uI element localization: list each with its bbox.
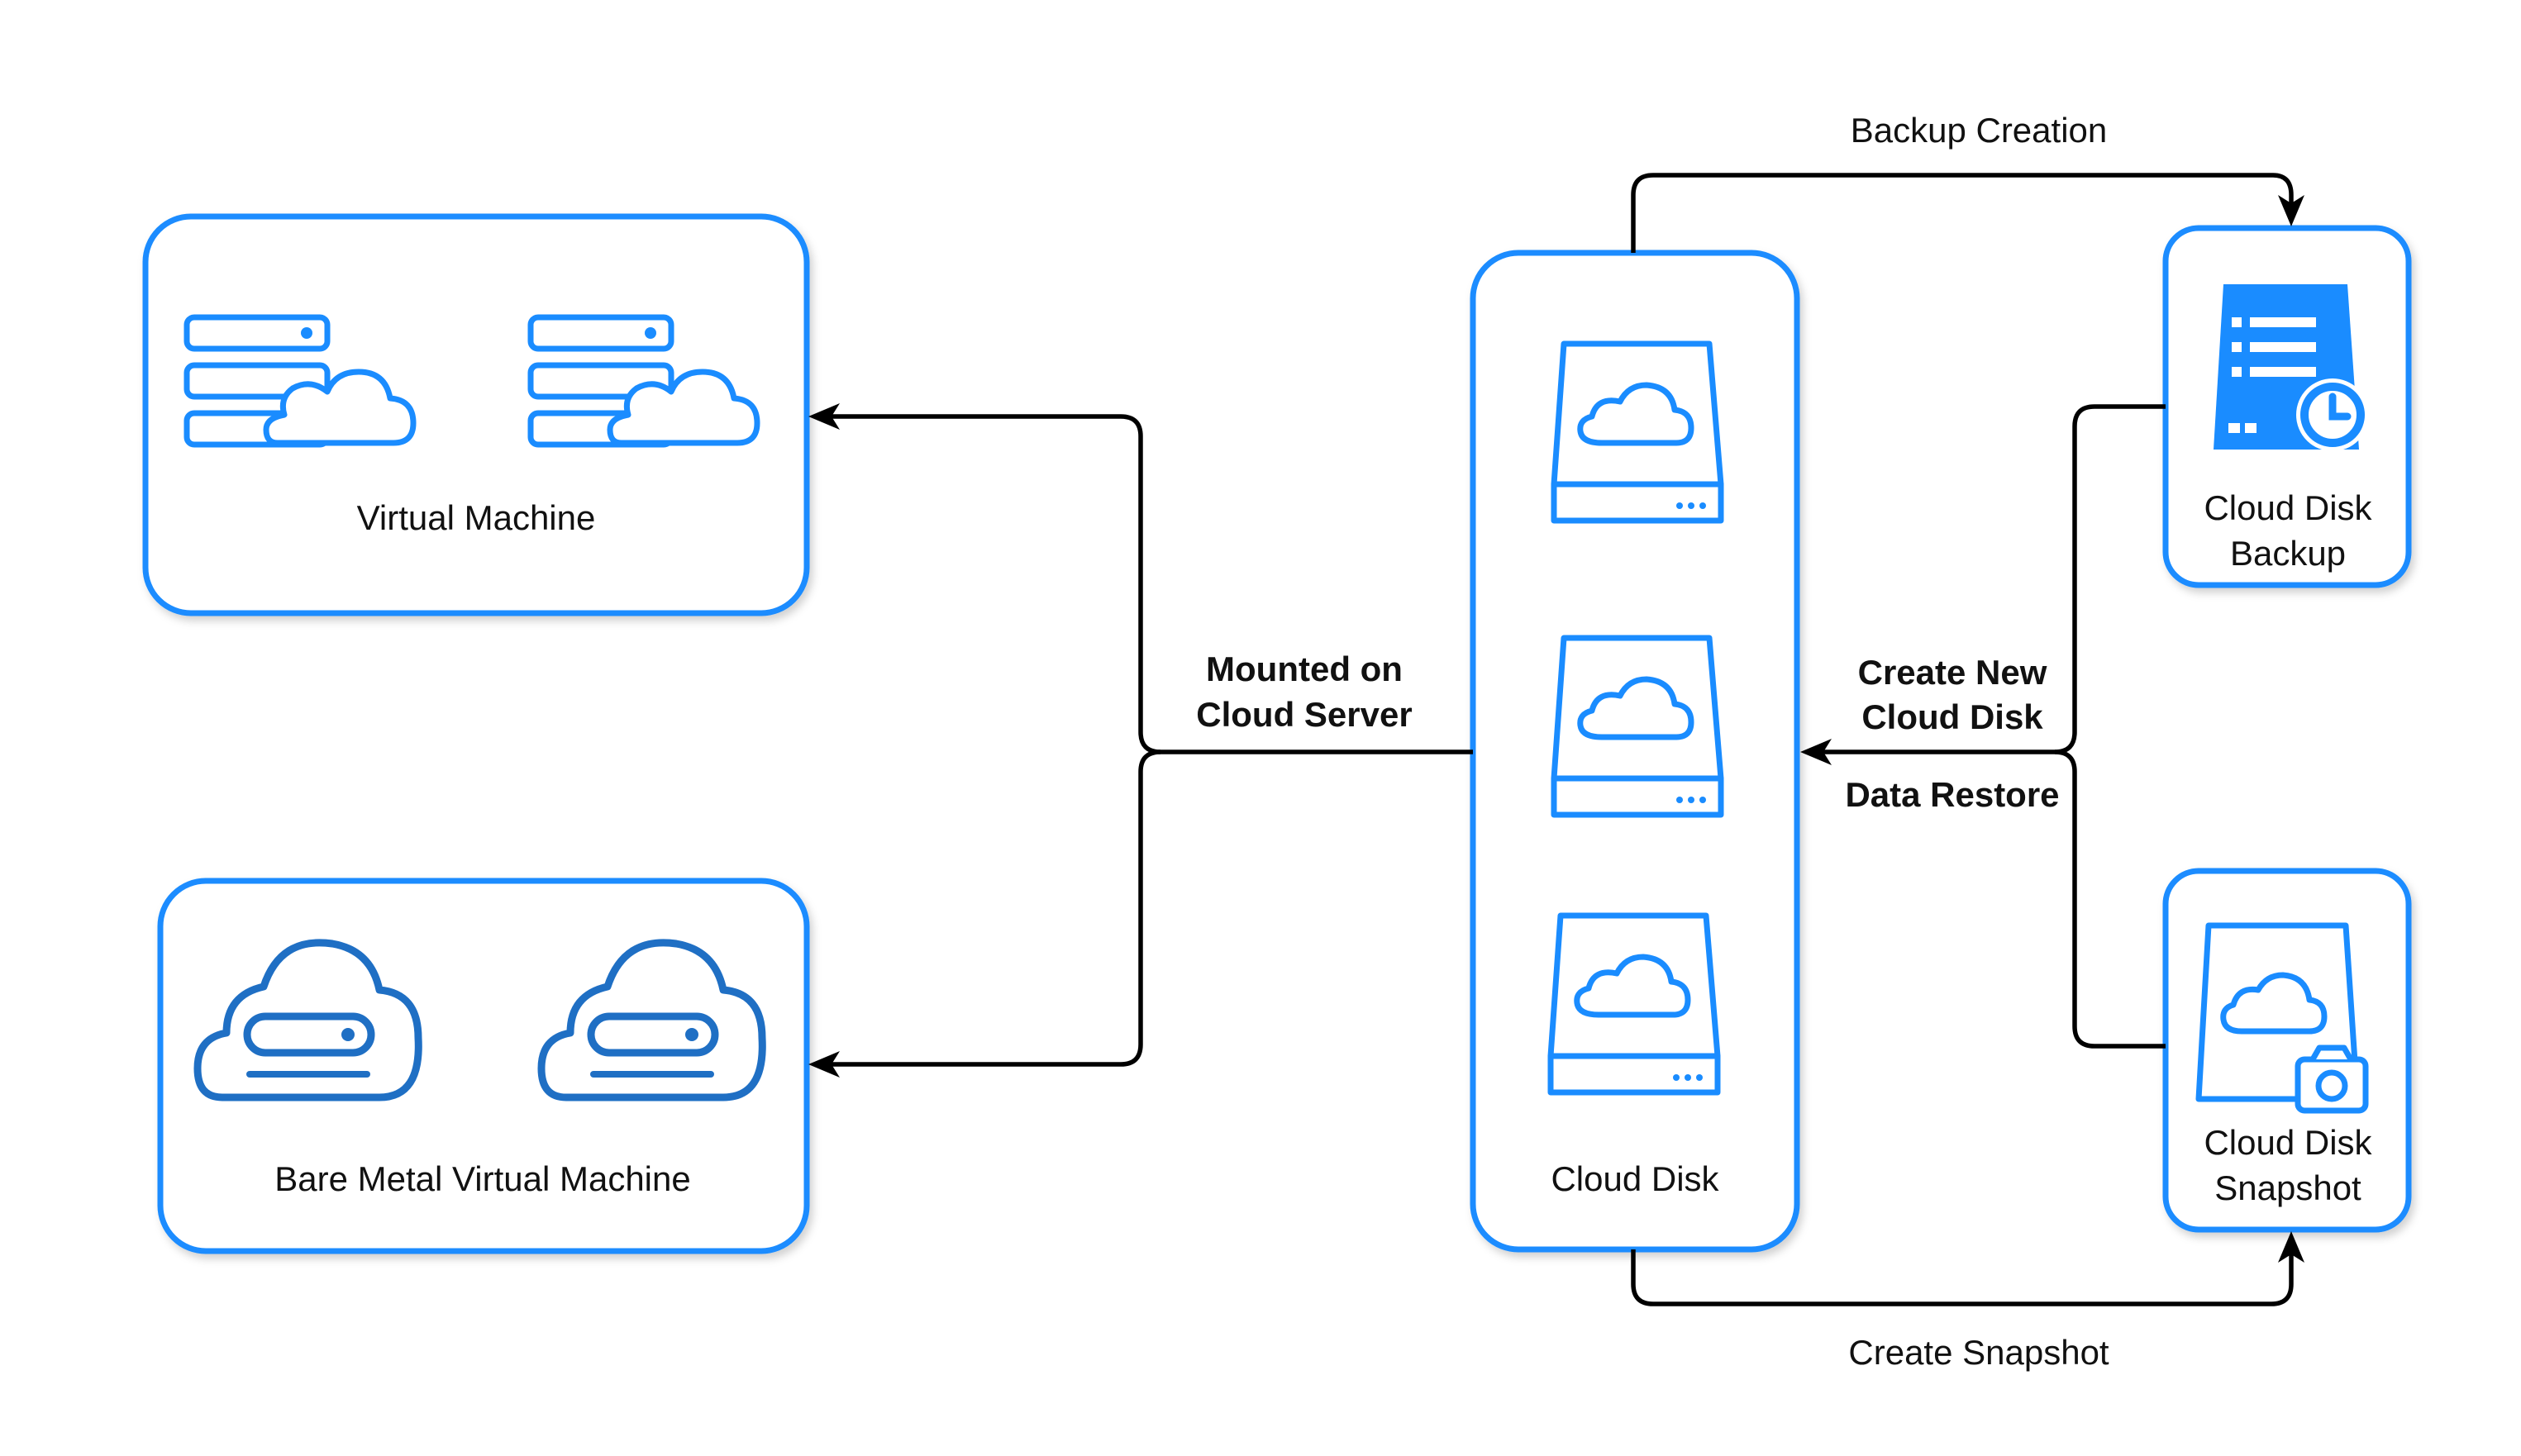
backup-creation-label: Backup Creation <box>1851 111 2108 150</box>
create-snapshot-label: Create Snapshot <box>1848 1333 2109 1372</box>
snapshot-camera-icon <box>2195 922 2369 1114</box>
arrow-head-backup <box>2278 195 2304 226</box>
create-snapshot-connector <box>1631 1248 2294 1306</box>
arrow-head-baremetal <box>808 1051 840 1078</box>
backup-creation-connector <box>1631 173 2294 253</box>
mount-connector-baremetal <box>822 749 1161 1067</box>
restore-connector-snapshot <box>2054 749 2166 1049</box>
snapshot-label-line2: Snapshot <box>2214 1168 2361 1207</box>
cloud-disk-label: Cloud Disk <box>1551 1159 1719 1198</box>
arrow-head-snapshot <box>2278 1231 2304 1263</box>
mounted-label-line1: Mounted on <box>1206 649 1403 688</box>
backup-clock-icon <box>2214 284 2369 451</box>
mounted-label-line2: Cloud Server <box>1196 695 1412 734</box>
bare-metal-label: Bare Metal Virtual Machine <box>274 1159 690 1198</box>
backup-label-line2: Backup <box>2230 534 2346 573</box>
data-restore-label: Data Restore <box>1845 775 2059 814</box>
backup-label-line1: Cloud Disk <box>2204 488 2372 527</box>
snapshot-label-line1: Cloud Disk <box>2204 1123 2372 1162</box>
arrow-head-clouddisk <box>1800 739 1832 765</box>
bare-metal-box <box>157 878 810 1254</box>
arrow-head-vm <box>808 403 840 430</box>
cloud-disk-box <box>1470 250 1800 1253</box>
create-new-label-line1: Create New <box>1858 653 2047 692</box>
create-new-label-line2: Cloud Disk <box>1861 697 2043 736</box>
virtual-machine-label: Virtual Machine <box>357 498 596 537</box>
